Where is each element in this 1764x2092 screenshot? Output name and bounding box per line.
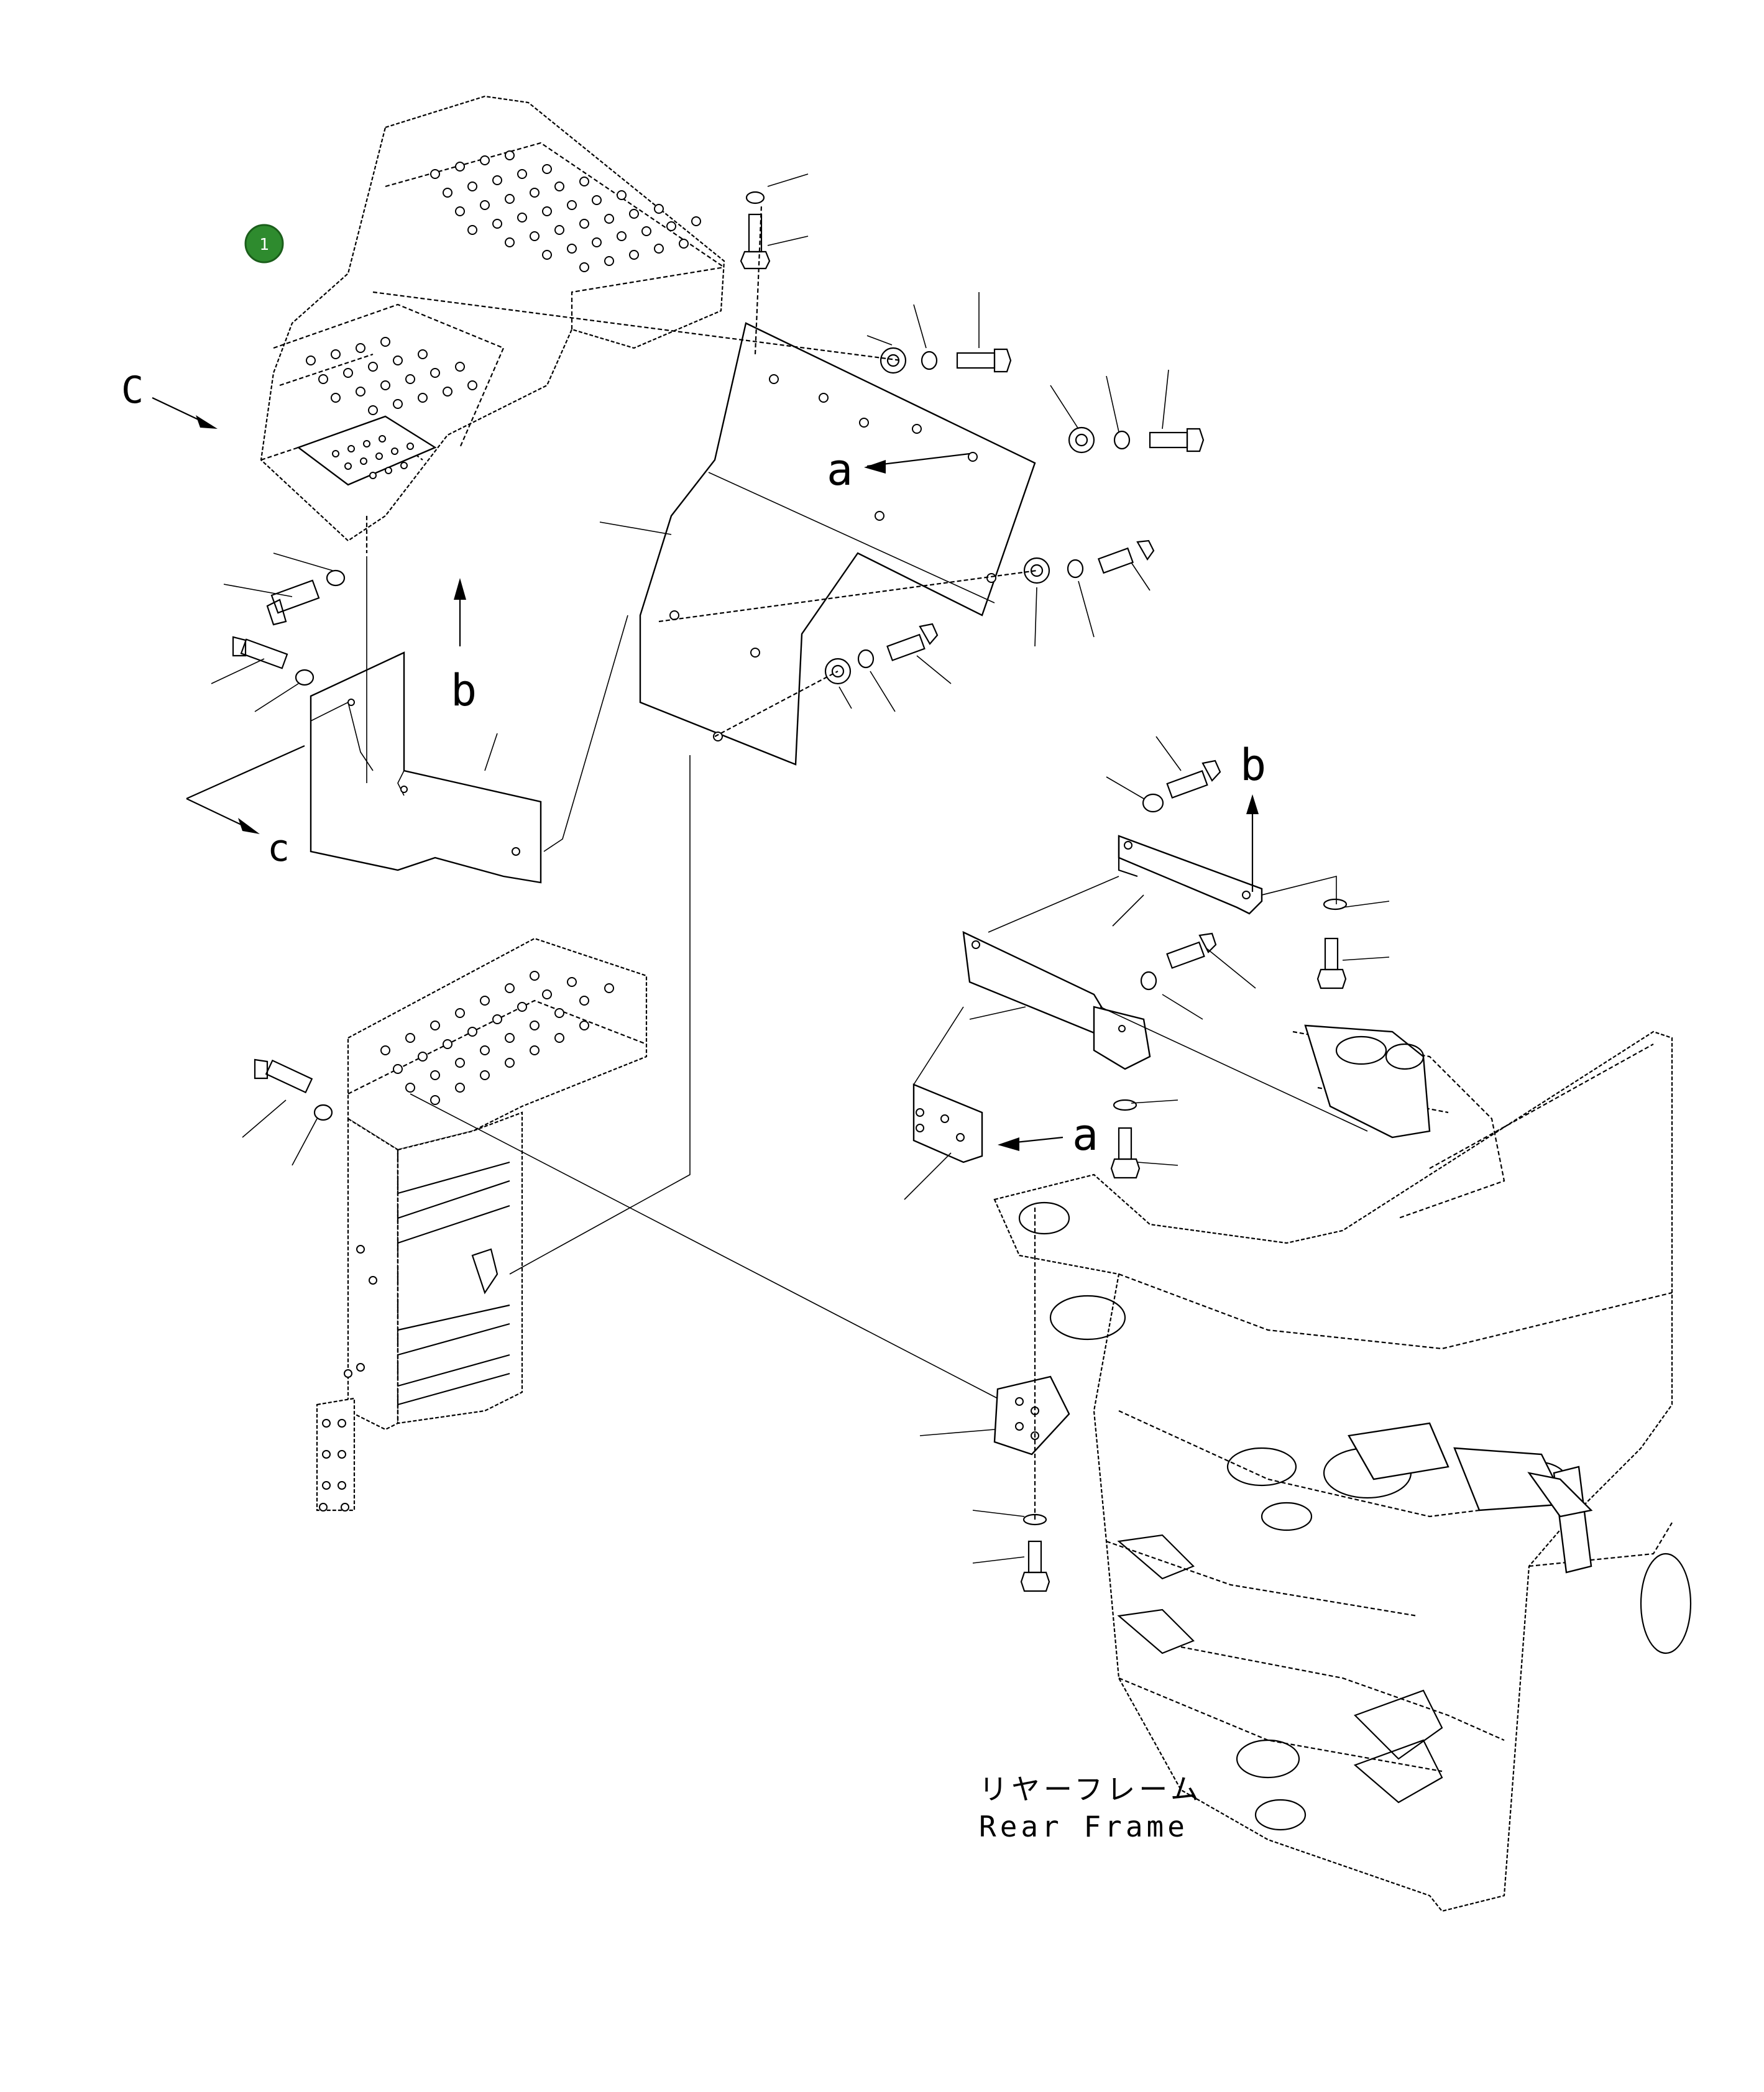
callout-number: 1 xyxy=(259,236,269,254)
frame-label: リヤーフレーム Rear Frame xyxy=(979,1773,1203,1843)
view-letter-a-lower: a xyxy=(1072,1109,1098,1160)
bracket-a-plate xyxy=(912,1083,983,1163)
view-labels: C c a a b b xyxy=(121,369,1266,1160)
perforation-holes-top xyxy=(430,150,701,272)
callout-badge-1[interactable]: 1 xyxy=(244,224,284,264)
ladder-step-assembly xyxy=(316,937,648,1512)
view-letter-c-lower: c xyxy=(267,827,290,870)
bracket-small xyxy=(1093,1006,1151,1070)
bracket-long xyxy=(962,930,1114,1039)
perforation-holes-step xyxy=(380,971,614,1105)
bolt-icon xyxy=(748,213,763,253)
cover-plate-a xyxy=(639,322,1036,766)
bracket-lower xyxy=(993,1375,1070,1456)
frame-label-jp: リヤーフレーム xyxy=(979,1773,1203,1806)
fasteners xyxy=(232,191,1348,1592)
perforation-holes-plate xyxy=(332,435,414,479)
upper-step-cover xyxy=(260,95,725,553)
lower-cover-c xyxy=(310,651,542,884)
perforation-holes-lower-step xyxy=(306,337,477,415)
view-letter-a-upper: a xyxy=(827,444,853,495)
view-letter-c-upper: C xyxy=(121,369,144,412)
leader-lines xyxy=(152,173,1390,1564)
washer-icon xyxy=(745,191,765,204)
view-letter-b-lower: b xyxy=(451,665,477,716)
view-letter-b-upper: b xyxy=(1240,740,1266,791)
bracket-b xyxy=(1118,835,1263,915)
frame-label-en: Rear Frame xyxy=(979,1810,1188,1843)
rear-frame xyxy=(993,1024,1692,1912)
